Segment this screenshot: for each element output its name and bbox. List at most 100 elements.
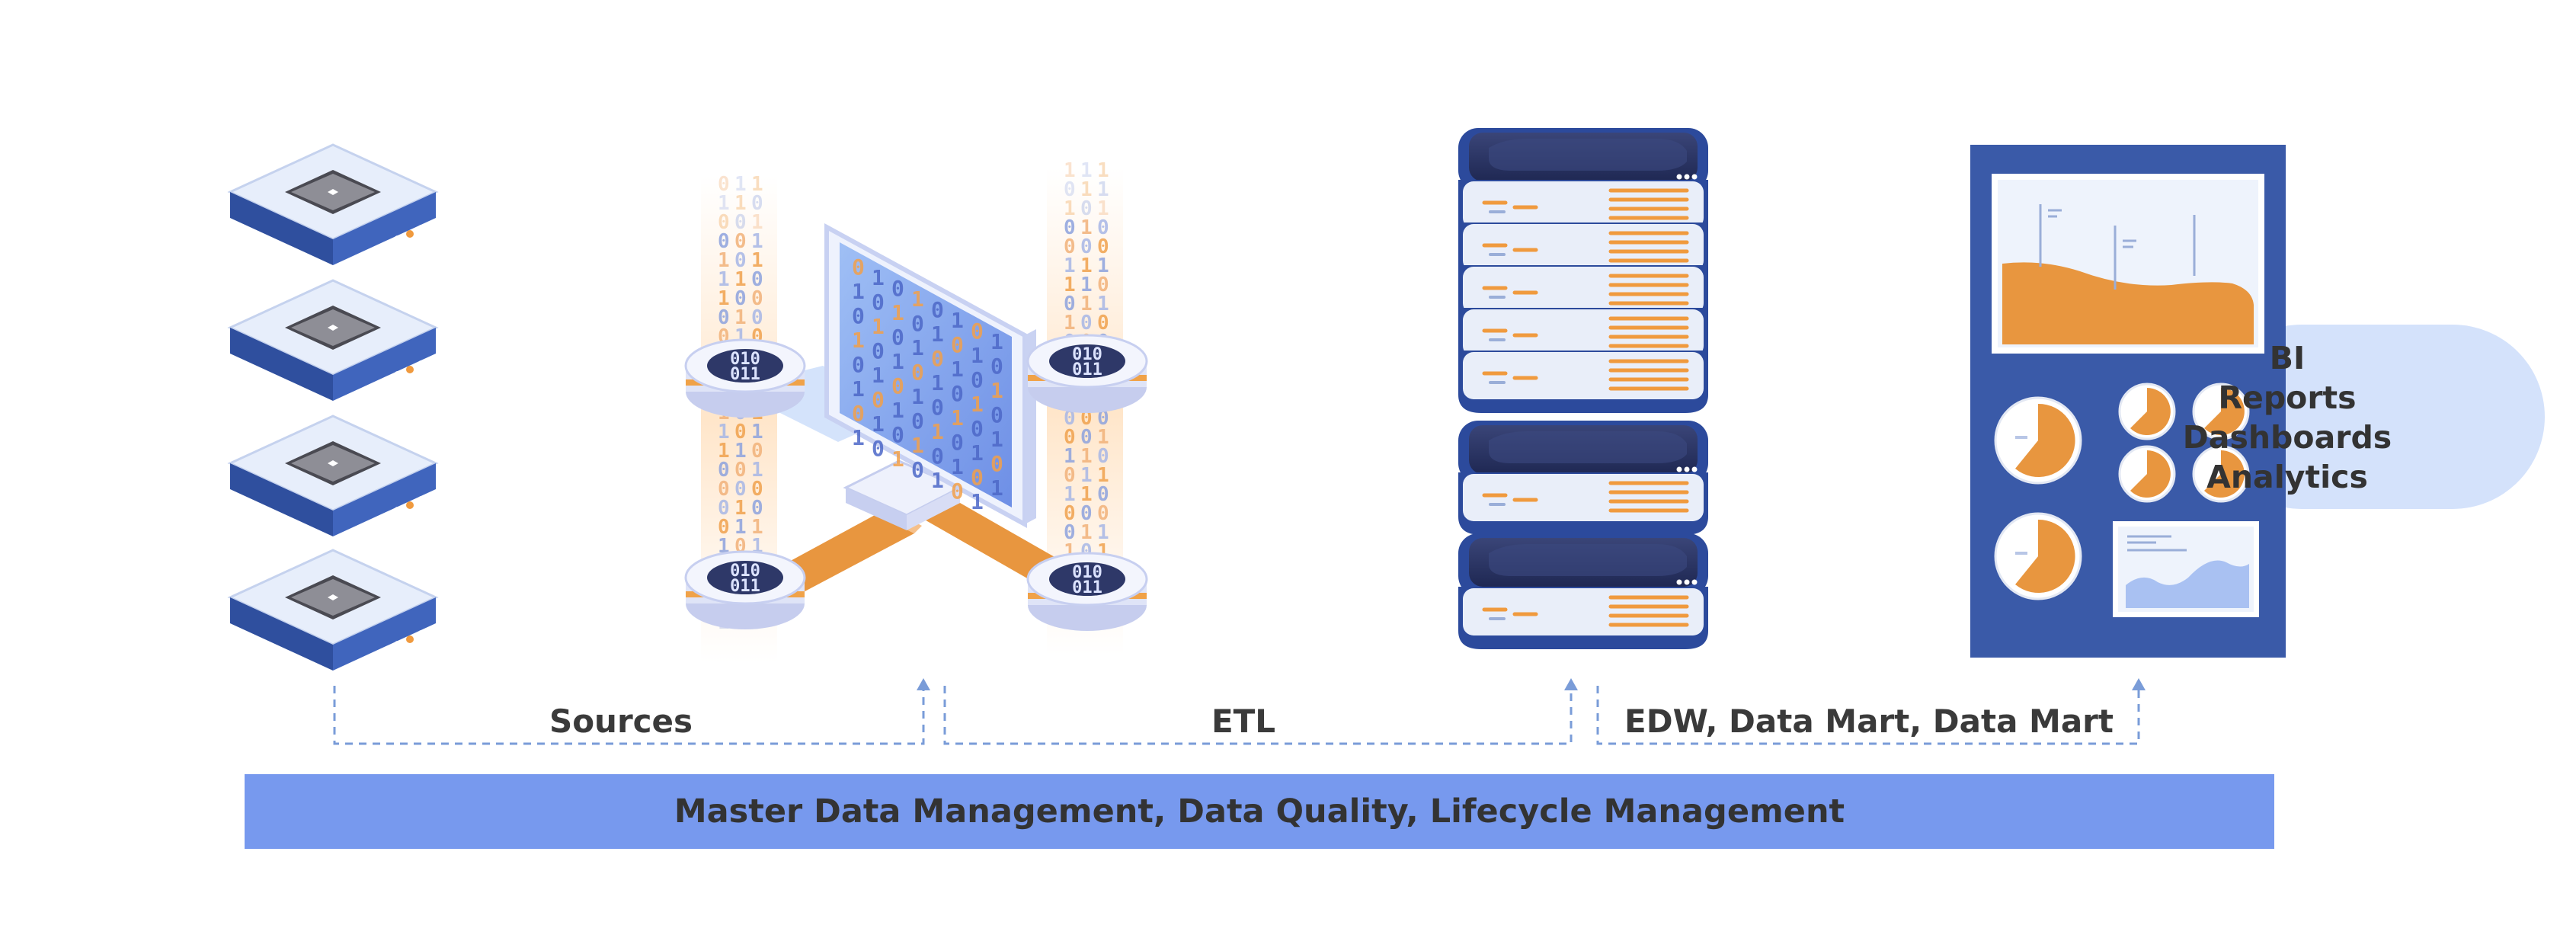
binary-digit: 0 xyxy=(1064,216,1076,239)
screen-digit: 0 xyxy=(951,332,964,357)
binary-digit: 1 xyxy=(734,440,747,463)
flow-connectors xyxy=(333,686,2140,745)
etl-network-icon: 0111100010011011101000100100111000001011… xyxy=(684,159,1148,663)
screen-digit: 1 xyxy=(990,329,1003,354)
screen-digit: 0 xyxy=(852,255,865,280)
source-server-icon xyxy=(229,143,437,672)
binary-digit: 1 xyxy=(1080,178,1093,201)
binary-digit: 1 xyxy=(1080,216,1093,239)
binary-digit: 1 xyxy=(1064,274,1076,296)
screen-digit: 0 xyxy=(971,319,984,344)
binary-digit: 1 xyxy=(1064,312,1076,335)
screen-digit: 1 xyxy=(891,349,904,374)
binary-digit: 1 xyxy=(734,173,747,196)
binary-digit: 0 xyxy=(751,287,763,310)
binary-digit: 1 xyxy=(751,173,763,196)
binary-digit: 1 xyxy=(1080,521,1093,544)
screen-digit: 1 xyxy=(951,308,964,333)
binary-digit: 1 xyxy=(1097,197,1109,220)
screen-digit: 0 xyxy=(852,352,865,377)
screen-digit: 1 xyxy=(852,328,865,353)
screen-digit: 0 xyxy=(990,402,1003,427)
binary-digit: 0 xyxy=(1097,274,1109,296)
screen-digit: 0 xyxy=(951,430,964,455)
binary-digit: 1 xyxy=(718,421,730,443)
binary-digit: 1 xyxy=(1097,464,1109,487)
binary-digit: 0 xyxy=(1080,235,1093,258)
screen-digit: 1 xyxy=(852,279,865,304)
binary-digit: 0 xyxy=(734,211,747,234)
binary-digit: 0 xyxy=(1097,407,1109,430)
binary-digit: 0 xyxy=(734,230,747,253)
screen-digit: 1 xyxy=(971,343,984,368)
binary-digit: 0 xyxy=(734,421,747,443)
screen-digit: 0 xyxy=(891,422,904,447)
binary-digit: 0 xyxy=(718,230,730,253)
binary-digit: 1 xyxy=(1064,255,1076,277)
binary-digit: 1 xyxy=(1080,483,1093,506)
binary-digit: 0 xyxy=(718,478,730,501)
screen-digit: 1 xyxy=(872,363,885,388)
binary-digit: 1 xyxy=(751,211,763,234)
master-data-bar-label: Master Data Management, Data Quality, Li… xyxy=(674,792,1845,831)
screen-digit: 1 xyxy=(971,489,984,514)
binary-digit: 0 xyxy=(1064,464,1076,487)
binary-digit: 1 xyxy=(718,249,730,272)
screen-digit: 0 xyxy=(891,276,904,301)
binary-digit: 0 xyxy=(1064,407,1076,430)
screen-digit: 1 xyxy=(872,411,885,437)
binary-digit: 1 xyxy=(1097,293,1109,315)
binary-digit: 0 xyxy=(718,211,730,234)
screen-digit: 0 xyxy=(911,408,924,434)
binary-digit: 1 xyxy=(1097,178,1109,201)
binary-digit: 0 xyxy=(718,516,730,539)
screen-digit: 0 xyxy=(891,373,904,399)
binary-digit: 1 xyxy=(1080,445,1093,468)
flow-arrowheads xyxy=(917,678,2146,690)
screen-digit: 0 xyxy=(990,451,1003,476)
binary-digit: 0 xyxy=(1097,235,1109,258)
svg-text:011: 011 xyxy=(1072,578,1102,597)
binary-digit: 1 xyxy=(734,306,747,329)
binary-digit: 1 xyxy=(751,230,763,253)
binary-digit: 0 xyxy=(718,497,730,520)
screen-digit: 1 xyxy=(931,322,944,347)
svg-text:010: 010 xyxy=(730,350,760,369)
binary-digit: 1 xyxy=(1064,197,1076,220)
svg-text:011: 011 xyxy=(730,577,760,596)
binary-digit: 0 xyxy=(734,287,747,310)
screen-digit: 0 xyxy=(911,311,924,336)
screen-digit: 1 xyxy=(852,425,865,450)
screen-digit: 0 xyxy=(911,360,924,385)
stage-label-etl: ETL xyxy=(1211,703,1276,740)
binary-digit: 1 xyxy=(718,287,730,310)
database-stack-icon xyxy=(1458,128,1708,649)
screen-digit: 0 xyxy=(931,443,944,469)
binary-digit: 1 xyxy=(1064,159,1076,182)
svg-text:010: 010 xyxy=(1072,345,1102,364)
screen-digit: 1 xyxy=(951,454,964,479)
screen-digit: 0 xyxy=(891,325,904,350)
binary-digit: 0 xyxy=(751,192,763,215)
bi-line: BI xyxy=(2269,340,2306,376)
binary-digit: 0 xyxy=(1064,293,1076,315)
binary-digit: 0 xyxy=(1080,426,1093,449)
screen-digit: 0 xyxy=(911,457,924,482)
binary-digit: 1 xyxy=(1080,255,1093,277)
binary-digit: 1 xyxy=(734,192,747,215)
analytics-line: Analytics xyxy=(2206,459,2368,495)
screen-digit: 1 xyxy=(852,376,865,402)
binary-digit: 0 xyxy=(1097,216,1109,239)
binary-digit: 1 xyxy=(751,249,763,272)
screen-digit: 1 xyxy=(951,405,964,431)
binary-digit: 1 xyxy=(1097,159,1109,182)
binary-digit: 0 xyxy=(734,249,747,272)
screen-digit: 1 xyxy=(990,378,1003,403)
binary-digit: 1 xyxy=(734,497,747,520)
svg-text:011: 011 xyxy=(1072,360,1102,379)
screen-digit: 1 xyxy=(971,440,984,466)
screen-digit: 0 xyxy=(872,290,885,315)
binary-digit: 1 xyxy=(751,421,763,443)
screen-digit: 1 xyxy=(931,370,944,395)
screen-digit: 0 xyxy=(951,479,964,504)
